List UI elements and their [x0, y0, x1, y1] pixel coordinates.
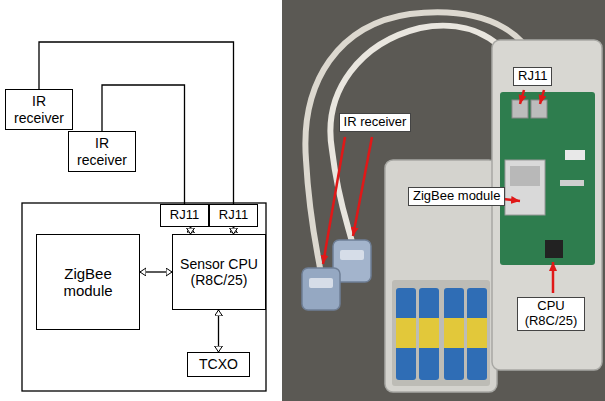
battery-band	[419, 318, 439, 348]
battery	[396, 288, 416, 380]
ir-receiver-part	[302, 268, 340, 310]
callout-label: IR receiver	[344, 115, 407, 130]
ir-window	[340, 250, 364, 260]
cpu-chip	[545, 240, 563, 258]
node-label: RJ11	[165, 208, 204, 223]
component	[565, 150, 585, 160]
callout-label: RJ11	[518, 69, 547, 84]
battery	[467, 288, 487, 380]
connector-line	[190, 227, 191, 234]
receiver-box: IR receiver	[5, 89, 73, 130]
connector-line	[233, 227, 234, 234]
node-label: ZigBee module	[53, 265, 123, 300]
callout-label: ZigBee module	[413, 189, 500, 204]
callout-label: CPU (R8C/25)	[522, 299, 580, 329]
rj11-jack	[531, 100, 547, 118]
ir-window	[309, 278, 333, 288]
leader-arrow	[520, 90, 524, 104]
receiver-box: IR receiver	[68, 131, 136, 172]
leader-arrow	[323, 137, 345, 264]
module-box: ZigBee module	[36, 234, 140, 330]
callout-box: RJ11	[513, 67, 552, 86]
node-label: IR receiver	[10, 93, 68, 125]
leader-arrow	[552, 262, 555, 293]
battery-band	[467, 318, 487, 348]
case-half	[492, 40, 602, 370]
node-label: TCXO	[192, 356, 245, 372]
component	[560, 180, 584, 186]
photo-background	[282, 0, 605, 401]
device-housing	[22, 203, 266, 391]
callout-box: CPU (R8C/25)	[517, 297, 585, 331]
zigbee-shield	[510, 166, 540, 186]
battery-band	[396, 318, 416, 348]
battery-band	[444, 318, 464, 348]
callout-box: ZigBee module	[408, 187, 505, 206]
node-label: RJ11	[214, 208, 253, 223]
circuit-board	[500, 92, 595, 265]
leader-arrow	[540, 90, 544, 104]
zigbee-part	[505, 160, 545, 215]
connector-box: RJ11	[209, 204, 258, 227]
battery	[419, 288, 439, 380]
node-label: IR receiver	[73, 135, 131, 167]
callout-box: IR receiver	[339, 113, 412, 132]
battery	[444, 288, 464, 380]
oscillator-box: TCXO	[187, 352, 250, 377]
connector-line	[218, 310, 219, 352]
node-label: Sensor CPU (R8C/25)	[177, 256, 261, 288]
connector-line	[140, 271, 172, 272]
connector-box: RJ11	[160, 204, 209, 227]
cpu-box: Sensor CPU (R8C/25)	[172, 234, 266, 310]
battery-compartment	[392, 280, 490, 386]
leader-arrow	[353, 137, 372, 236]
leader-arrow	[503, 199, 520, 201]
